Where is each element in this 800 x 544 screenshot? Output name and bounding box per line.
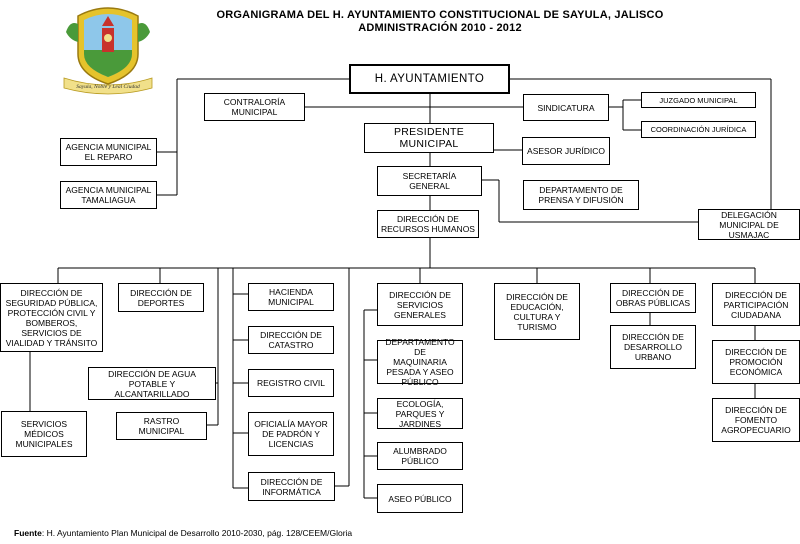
box-delegacion-usmajac: DELEGACIÓN MUNICIPAL DE USMAJAC bbox=[698, 209, 800, 240]
box-sindicatura: SINDICATURA bbox=[523, 94, 609, 121]
box-seguridad-publica: DIRECCIÓN DE SEGURIDAD PÚBLICA, PROTECCI… bbox=[0, 283, 103, 352]
box-registro-civil: REGISTRO CIVIL bbox=[248, 369, 334, 397]
footer-text: : H. Ayuntamiento Plan Municipal de Desa… bbox=[41, 528, 353, 538]
box-agencia-tamaliagua: AGENCIA MUNICIPAL TAMALIAGUA bbox=[60, 181, 157, 209]
box-obras-publicas: DIRECCIÓN DE OBRAS PÚBLICAS bbox=[610, 283, 696, 313]
source-footer: Fuente: H. Ayuntamiento Plan Municipal d… bbox=[14, 528, 352, 538]
box-servicios-medicos: SERVICIOS MÉDICOS MUNICIPALES bbox=[1, 411, 87, 457]
box-fomento-agropecuario: DIRECCIÓN DE FOMENTO AGROPECUARIO bbox=[712, 398, 800, 442]
box-aseo-publico: ASEO PÚBLICO bbox=[377, 484, 463, 513]
box-ecologia: ECOLOGÍA, PARQUES Y JARDINES bbox=[377, 398, 463, 429]
box-prensa-difusion: DEPARTAMENTO DE PRENSA Y DIFUSIÓN bbox=[523, 180, 639, 210]
logo-caption: Sayula, Noble y Leal Ciudad bbox=[76, 84, 140, 90]
chart-subtitle: ADMINISTRACIÓN 2010 - 2012 bbox=[358, 22, 522, 34]
box-rastro: RASTRO MUNICIPAL bbox=[116, 412, 207, 440]
box-educacion-cultura: DIRECCIÓN DE EDUCACIÓN, CULTURA Y TURISM… bbox=[494, 283, 580, 340]
footer-label: Fuente bbox=[14, 528, 42, 538]
box-agencia-el-reparo: AGENCIA MUNICIPAL EL REPARO bbox=[60, 138, 157, 166]
box-alumbrado: ALUMBRADO PÚBLICO bbox=[377, 442, 463, 470]
box-presidente: PRESIDENTE MUNICIPAL bbox=[364, 123, 494, 153]
box-hacienda: HACIENDA MUNICIPAL bbox=[248, 283, 334, 311]
chart-title: ORGANIGRAMA DEL H. AYUNTAMIENTO CONSTITU… bbox=[216, 9, 664, 21]
box-agua-potable: DIRECCIÓN DE AGUA POTABLE Y ALCANTARILLA… bbox=[88, 367, 216, 400]
box-promocion-economica: DIRECCIÓN DE PROMOCIÓN ECONÓMICA bbox=[712, 340, 800, 384]
box-servicios-generales: DIRECCIÓN DE SERVICIOS GENERALES bbox=[377, 283, 463, 326]
box-juzgado: JUZGADO MUNICIPAL bbox=[641, 92, 756, 108]
box-deportes: DIRECCIÓN DE DEPORTES bbox=[118, 283, 204, 312]
coat-of-arms-logo: Sayula, Noble y Leal Ciudad bbox=[63, 7, 153, 95]
box-recursos-humanos: DIRECCIÓN DE RECURSOS HUMANOS bbox=[377, 210, 479, 238]
box-oficialia-mayor: OFICIALÍA MAYOR DE PADRÓN Y LICENCIAS bbox=[248, 412, 334, 456]
box-desarrollo-urbano: DIRECCIÓN DE DESARROLLO URBANO bbox=[610, 325, 696, 369]
box-secretaria-general: SECRETARÍA GENERAL bbox=[377, 166, 482, 196]
box-coordinacion-juridica: COORDINACIÓN JURÍDICA bbox=[641, 121, 756, 138]
box-contraloria: CONTRALORÍA MUNICIPAL bbox=[204, 93, 305, 121]
box-informatica: DIRECCIÓN DE INFORMÁTICA bbox=[248, 472, 335, 501]
box-participacion-ciudadana: DIRECCIÓN DE PARTICIPACIÓN CIUDADANA bbox=[712, 283, 800, 326]
box-catastro: DIRECCIÓN DE CATASTRO bbox=[248, 326, 334, 354]
box-maquinaria-pesada: DEPARTAMENTO DE MAQUINARIA PESADA Y ASEO… bbox=[377, 337, 463, 387]
box-h-ayuntamiento: H. AYUNTAMIENTO bbox=[349, 64, 510, 94]
box-asesor-juridico: ASESOR JURÍDICO bbox=[522, 137, 610, 165]
